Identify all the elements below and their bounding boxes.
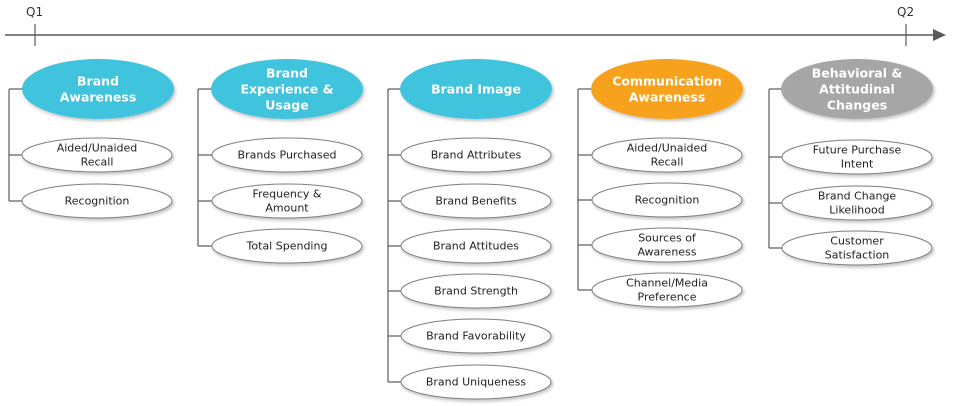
metric-item-label: Recall (81, 156, 114, 169)
metric-column: CommunicationAwarenessAided/UnaidedRecal… (577, 59, 743, 308)
metric-item-label: Preference (638, 291, 697, 304)
category-title: Behavioral & (812, 66, 903, 81)
metric-item-label: Frequency & (253, 188, 322, 201)
metric-item-label: Channel/Media (626, 277, 708, 290)
metric-item-ellipse (211, 228, 363, 264)
metric-item-ellipse (591, 182, 743, 218)
metric-item-label: Brands Purchased (238, 149, 337, 162)
category-title: Experience & (241, 82, 334, 97)
metric-item-label: Satisfaction (825, 249, 890, 262)
metric-item-ellipse (591, 227, 743, 263)
metric-item-ellipse (591, 137, 743, 173)
metric-item-ellipse (211, 137, 363, 173)
metric-item-label: Brand Attributes (431, 149, 522, 162)
category-title: Brand (77, 74, 119, 89)
category-title: Usage (265, 98, 308, 113)
category-ellipse (400, 59, 552, 119)
metric-item-label: Recognition (65, 195, 130, 208)
timeline-start-label: Q1 (26, 5, 43, 19)
metric-item-label: Awareness (637, 246, 696, 259)
metric-item-label: Recall (651, 156, 684, 169)
metric-item-label: Brand Uniqueness (426, 376, 527, 389)
metric-item-ellipse (211, 183, 363, 219)
metric-item-ellipse (591, 272, 743, 308)
metric-columns: BrandAwarenessAided/UnaidedRecallRecogni… (8, 59, 933, 400)
metric-item-label: Customer (830, 235, 884, 248)
metric-item-ellipse (21, 137, 173, 173)
timeline-end-label: Q2 (897, 5, 914, 19)
category-ellipse (591, 59, 743, 119)
metric-item-label: Total Spending (246, 240, 328, 253)
metric-item-label: Amount (265, 202, 309, 215)
category-title: Brand Image (431, 82, 521, 97)
metric-item-ellipse (400, 318, 552, 354)
metric-item-label: Intent (841, 158, 874, 171)
metric-item-ellipse (781, 230, 933, 266)
category-title: Awareness (60, 90, 137, 105)
category-title: Changes (827, 98, 887, 113)
metric-item-label: Brand Favorability (426, 330, 526, 343)
metric-item-label: Aided/Unaided (57, 142, 138, 155)
metric-item-label: Recognition (635, 194, 700, 207)
metric-item-ellipse (400, 228, 552, 264)
timeline-arrowhead (933, 29, 946, 41)
category-title: Attitudinal (819, 82, 895, 97)
category-ellipse (211, 59, 363, 119)
metric-item-label: Aided/Unaided (627, 142, 708, 155)
category-ellipse (781, 59, 933, 119)
metric-item-label: Likelihood (829, 204, 884, 217)
metric-item-label: Brand Benefits (435, 195, 517, 208)
metric-item-ellipse (400, 137, 552, 173)
metric-item-ellipse (400, 273, 552, 309)
timeline: Q1 Q2 (5, 5, 946, 46)
metric-item-ellipse (781, 185, 933, 221)
metric-item-ellipse (781, 139, 933, 175)
metric-item-label: Future Purchase (813, 144, 902, 157)
metric-item-ellipse (400, 183, 552, 219)
metric-item-label: Brand Change (818, 190, 897, 203)
category-title: Brand (266, 66, 308, 81)
metric-item-label: Brand Attitudes (433, 240, 519, 253)
category-title: Communication (612, 74, 722, 89)
metric-item-label: Brand Strength (434, 285, 518, 298)
category-ellipse (22, 59, 174, 119)
metric-column: BrandAwarenessAided/UnaidedRecallRecogni… (8, 59, 174, 219)
category-title: Awareness (629, 90, 706, 105)
metric-item-label: Sources of (638, 232, 697, 245)
metric-item-ellipse (21, 183, 173, 219)
metric-item-ellipse (400, 364, 552, 400)
